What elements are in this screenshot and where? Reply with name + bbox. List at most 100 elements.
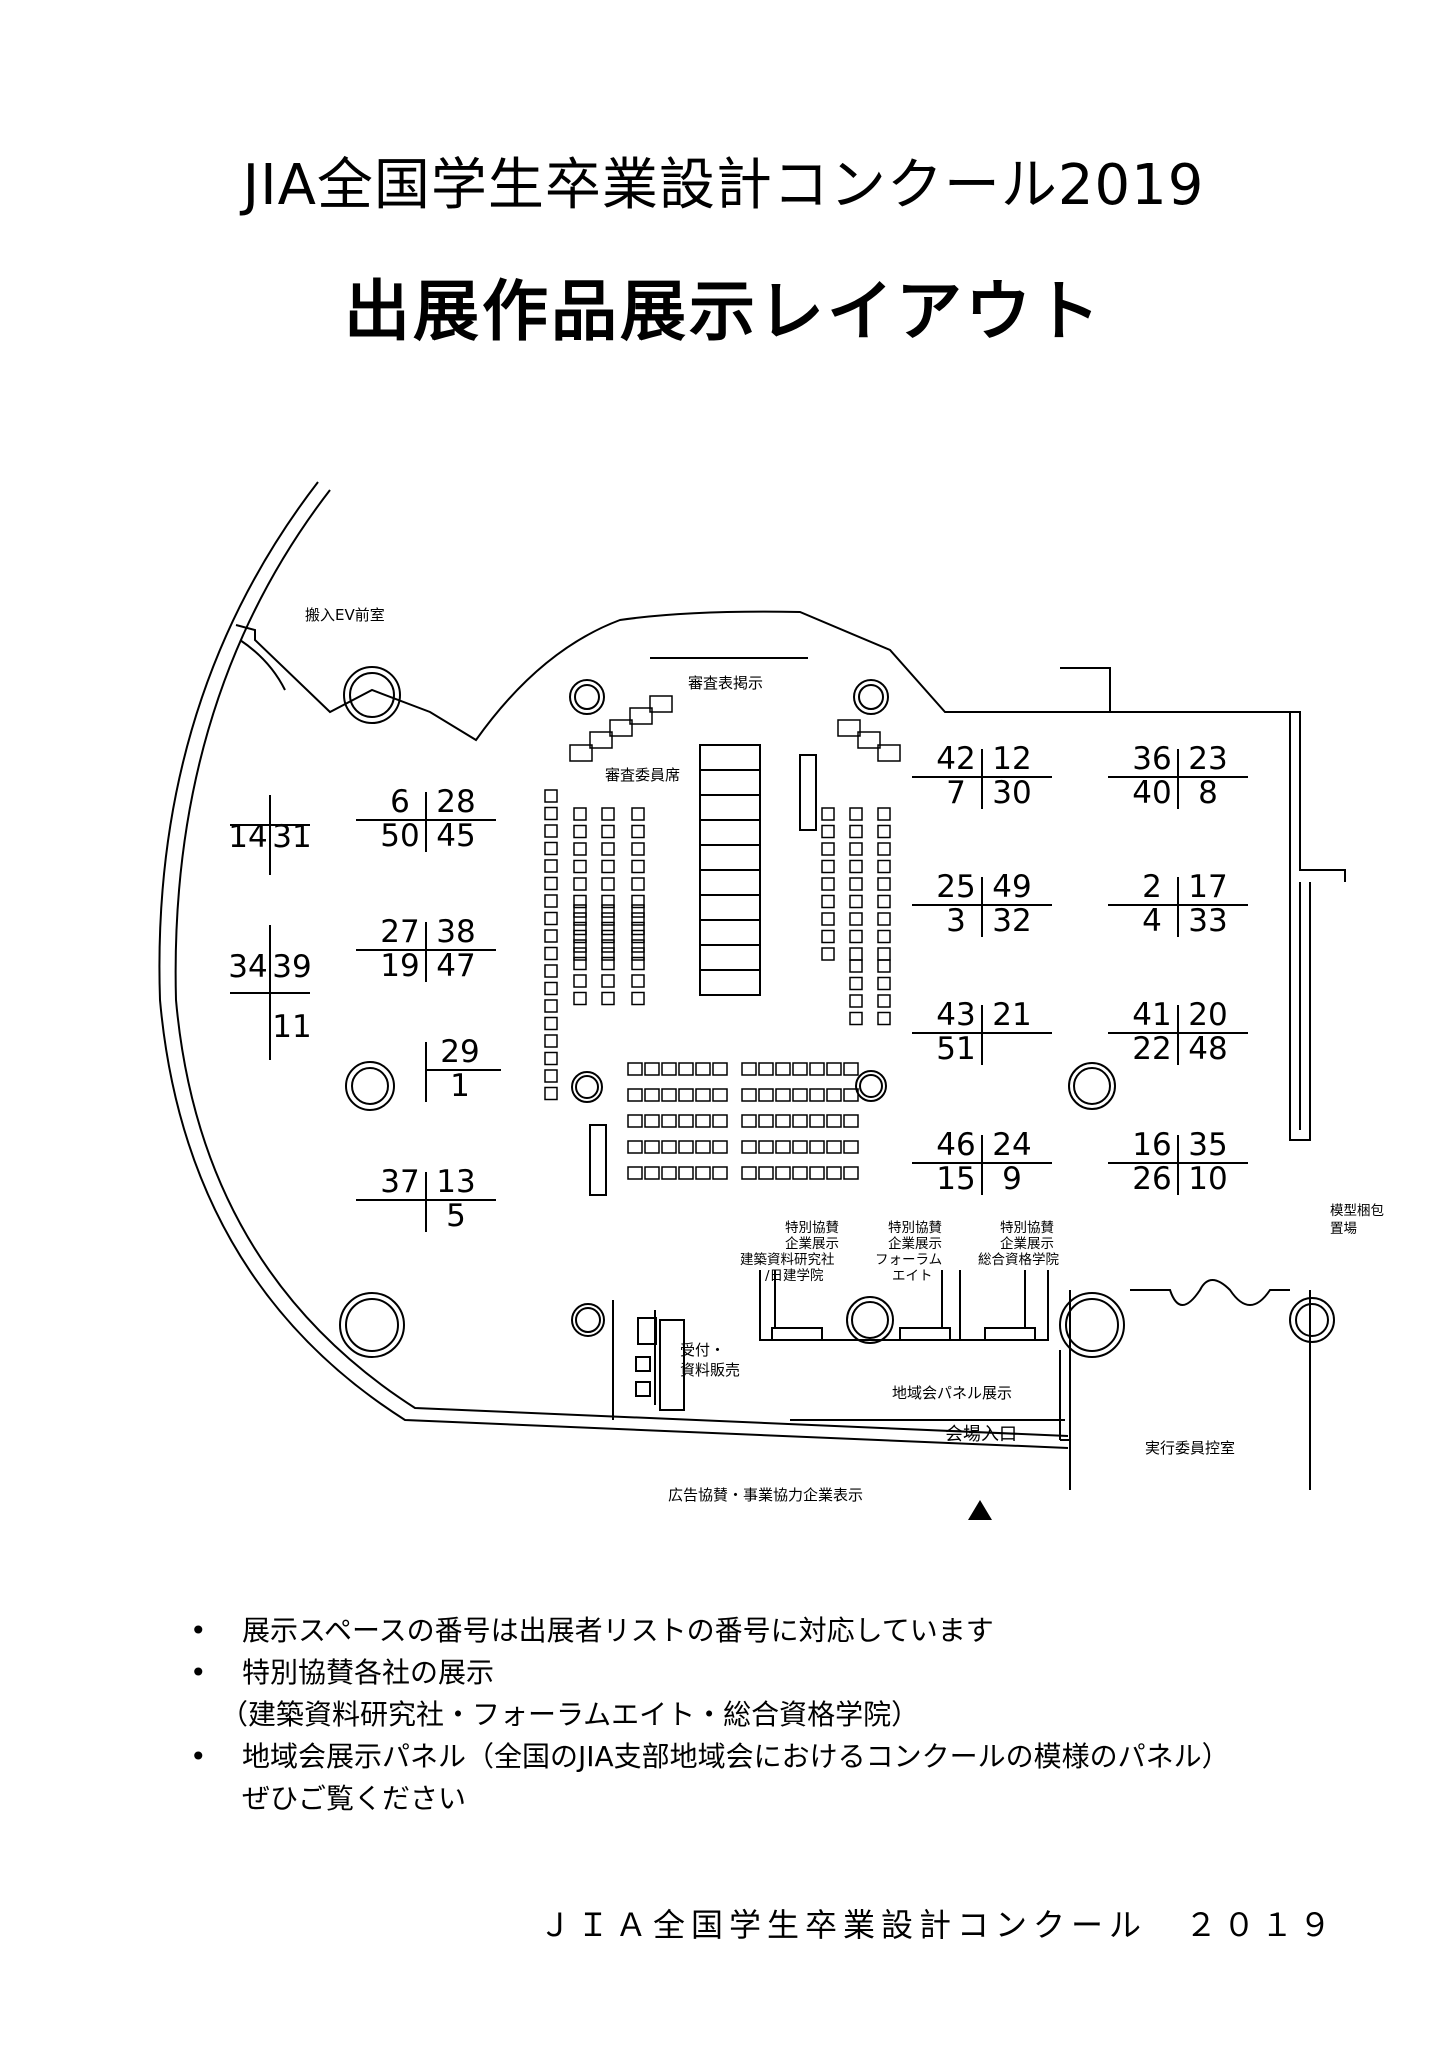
jury-board-label: 審査表掲示 xyxy=(688,674,763,692)
seat xyxy=(695,1166,711,1180)
seat xyxy=(573,939,587,953)
seat xyxy=(877,976,891,991)
seat xyxy=(627,1114,643,1128)
ev-room-wall xyxy=(235,610,1291,882)
booth-number: 31 xyxy=(272,819,311,855)
seat xyxy=(601,929,615,944)
booth-number: 20 xyxy=(1188,997,1227,1033)
seat xyxy=(573,974,587,988)
seat xyxy=(712,1166,728,1180)
seat xyxy=(849,1011,863,1026)
seat xyxy=(775,1140,791,1154)
seat xyxy=(826,1062,842,1076)
seat xyxy=(573,921,587,936)
seat xyxy=(544,1016,558,1031)
seat xyxy=(758,1140,774,1154)
note-3: •地域会展示パネル（全国のJIA支部地域会におけるコンクールの模様のパネル） xyxy=(190,1736,1230,1778)
seat xyxy=(877,744,901,762)
seat xyxy=(661,1166,677,1180)
column xyxy=(1289,1297,1335,1343)
booth-number: 12 xyxy=(992,741,1031,777)
seat xyxy=(544,894,558,908)
seat xyxy=(741,1062,757,1076)
booth-number: 24 xyxy=(992,1127,1031,1163)
seat xyxy=(837,719,861,737)
seat xyxy=(775,1114,791,1128)
sponsor-3-name: 総合資格学院 xyxy=(978,1252,1059,1268)
outer-wall xyxy=(158,481,1069,1449)
seat xyxy=(809,1140,825,1154)
seat xyxy=(821,912,835,926)
seat xyxy=(712,1114,728,1128)
seat xyxy=(627,1140,643,1154)
seat xyxy=(573,947,587,961)
reception-label: 受付・ xyxy=(680,1341,725,1359)
jury-seats-label: 審査委員席 xyxy=(605,766,680,784)
note-text: ぜひご覧ください xyxy=(242,1782,467,1815)
seat xyxy=(775,1062,791,1076)
booth-number: 25 xyxy=(936,869,975,905)
seat xyxy=(849,842,863,856)
sponsor-3-sub: 企業展示 xyxy=(1000,1235,1054,1252)
column xyxy=(855,1070,887,1102)
column xyxy=(345,1061,395,1111)
seat xyxy=(843,1088,859,1102)
seat xyxy=(631,939,645,953)
column xyxy=(569,679,605,715)
seat xyxy=(695,1088,711,1102)
booth-number: 2 xyxy=(1142,869,1162,905)
seat xyxy=(627,1088,643,1102)
seat xyxy=(877,859,891,874)
note-3-detail: ぜひご覧ください xyxy=(190,1778,1230,1820)
seat xyxy=(631,859,645,874)
seat xyxy=(627,1166,643,1180)
committee-room-label: 実行委員控室 xyxy=(1145,1439,1235,1457)
seat xyxy=(544,999,558,1013)
seat xyxy=(809,1166,825,1180)
seat xyxy=(792,1166,808,1180)
sponsor-3-label: 特別協賛 xyxy=(1000,1220,1054,1236)
booth-number: 21 xyxy=(992,997,1031,1033)
booth-number: 37 xyxy=(380,1164,419,1200)
outer-wall-inner xyxy=(174,489,1069,1437)
booth-number: 13 xyxy=(436,1164,475,1200)
seat xyxy=(544,789,558,803)
seat xyxy=(601,921,615,936)
booth-number: 50 xyxy=(380,818,419,854)
seat xyxy=(678,1140,694,1154)
seat xyxy=(544,859,558,873)
seat xyxy=(573,912,587,926)
seat xyxy=(821,807,835,821)
column xyxy=(1059,1292,1125,1358)
seat xyxy=(601,842,615,856)
seat xyxy=(631,842,645,856)
booth-number: 33 xyxy=(1188,903,1227,939)
column xyxy=(343,666,401,724)
seat xyxy=(544,876,558,891)
seat xyxy=(544,824,558,838)
sponsor-1-label: 特別協賛 xyxy=(785,1220,839,1236)
seat xyxy=(877,877,891,891)
seat xyxy=(661,1114,677,1128)
seat xyxy=(544,1069,558,1083)
booth-number: 8 xyxy=(1198,775,1218,811)
booth-number: 11 xyxy=(272,1009,311,1045)
seat xyxy=(601,807,615,821)
seat xyxy=(644,1166,660,1180)
seat xyxy=(573,904,587,918)
seat xyxy=(678,1088,694,1102)
seat xyxy=(849,929,863,944)
title: JIA全国学生卒業設計コンクール2019 xyxy=(242,153,1205,218)
entrance-label: 会場入口 xyxy=(945,1424,1017,1445)
booth: 291 xyxy=(425,1034,501,1104)
seat xyxy=(544,1034,558,1048)
seat xyxy=(573,956,587,971)
seat xyxy=(601,859,615,874)
sponsor-1-name-2: /日建学院 xyxy=(765,1268,824,1284)
seat xyxy=(712,1062,728,1076)
seat xyxy=(573,859,587,874)
